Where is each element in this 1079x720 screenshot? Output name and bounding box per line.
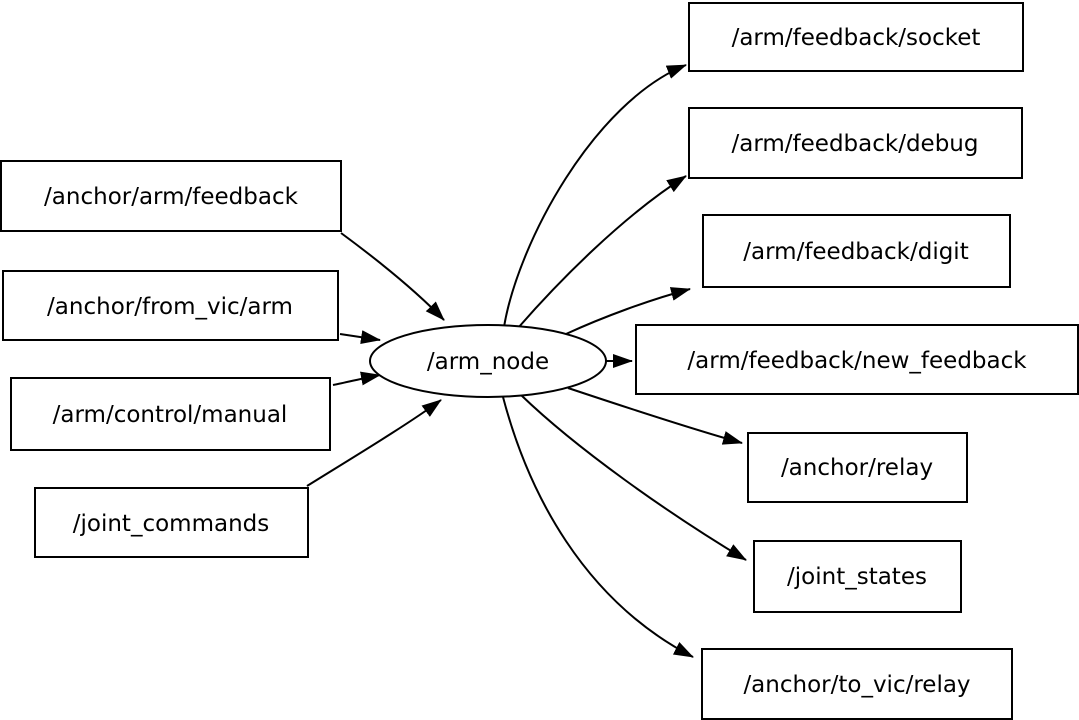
edges-group — [306, 64, 747, 658]
topic-box — [753, 540, 962, 613]
topic-box — [688, 107, 1023, 179]
topic-box — [702, 214, 1011, 288]
topic-label: /arm/feedback/socket — [732, 25, 981, 51]
topic-label: /arm/feedback/new_feedback — [687, 348, 1027, 374]
topic-label: /joint_commands — [73, 511, 269, 537]
topic-node-anchor-arm-feedback: /anchor/arm/feedback — [0, 160, 342, 232]
topic-box — [635, 324, 1079, 395]
edge-arm-node-to-arm-feedback-socket — [503, 64, 687, 328]
topic-node-arm-feedback-digit: /arm/feedback/digit — [702, 214, 1011, 288]
topic-node-arm-feedback-debug: /arm/feedback/debug — [688, 107, 1023, 179]
node-arm-node: /arm_node — [369, 324, 607, 398]
topic-label: /anchor/relay — [781, 455, 933, 481]
edge-anchor-arm-feedback-to-arm-node — [340, 232, 445, 321]
edge-anchor-from-vic-arm-to-arm-node — [339, 330, 381, 345]
topic-node-anchor-relay: /anchor/relay — [747, 432, 968, 503]
topic-node-arm-feedback-socket: /arm/feedback/socket — [688, 2, 1024, 72]
edge-arm-control-manual-to-arm-node — [332, 371, 381, 386]
topic-node-arm-feedback-new-feedback: /arm/feedback/new_feedback — [635, 324, 1079, 395]
topic-box — [34, 487, 309, 558]
topic-node-anchor-to-vic-relay: /anchor/to_vic/relay — [701, 648, 1013, 720]
topic-box — [2, 270, 339, 341]
topic-box — [701, 648, 1013, 720]
topic-label: /arm/feedback/debug — [732, 131, 979, 157]
topic-label: /joint_states — [787, 564, 927, 590]
topic-label: /anchor/arm/feedback — [44, 184, 299, 210]
topic-node-anchor-from-vic-arm: /anchor/from_vic/arm — [2, 270, 339, 341]
topic-box — [10, 377, 331, 451]
topic-label: /arm/control/manual — [53, 402, 288, 428]
edge-arm-node-to-arm-feedback-debug — [517, 175, 687, 329]
topic-box — [747, 432, 968, 503]
edge-arm-node-to-joint-states — [520, 394, 747, 561]
topic-node-arm-control-manual: /arm/control/manual — [10, 377, 331, 451]
topic-label: /anchor/to_vic/relay — [743, 672, 970, 698]
topic-label: /arm/feedback/digit — [743, 239, 968, 265]
edge-arm-node-to-arm-feedback-digit — [565, 287, 691, 335]
node-label: /arm_node — [427, 349, 549, 375]
edge-arm-node-to-anchor-relay — [567, 387, 743, 445]
topic-label: /anchor/from_vic/arm — [47, 294, 293, 320]
edge-joint-commands-to-arm-node — [306, 399, 442, 487]
node-ellipse — [369, 324, 607, 398]
topic-box — [0, 160, 342, 232]
edge-arm-node-to-anchor-to-vic-relay — [502, 396, 694, 658]
topic-box — [688, 2, 1024, 72]
topic-node-joint-commands: /joint_commands — [34, 487, 309, 558]
topic-node-joint-states: /joint_states — [753, 540, 962, 613]
